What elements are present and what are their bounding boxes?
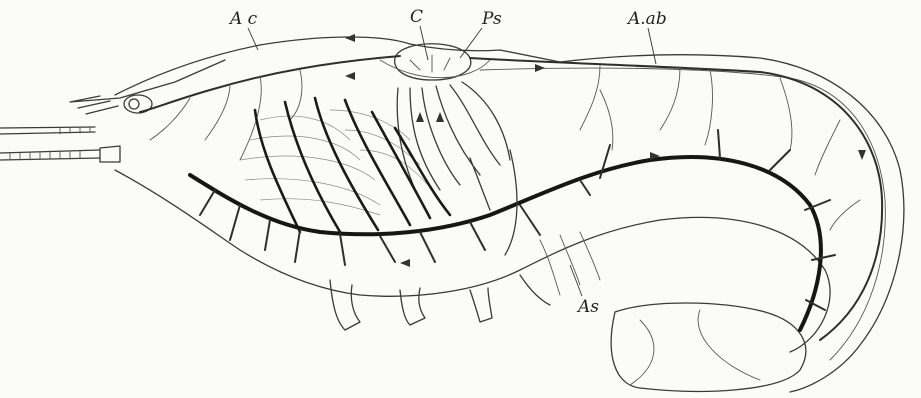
sternal-artery (470, 150, 517, 255)
tail-fan (611, 303, 806, 391)
label-as-group: As (570, 265, 599, 317)
ventral-blood-sinus (190, 157, 821, 330)
ventral-outline (115, 170, 830, 352)
heart (395, 44, 471, 80)
label-aab: A.ab (626, 9, 667, 29)
branchio-cardiac-canals (397, 82, 510, 200)
swimmerets (540, 232, 600, 295)
label-ac-group: A c (228, 9, 258, 50)
pericardial-sinus (380, 60, 490, 78)
antenna-lower (0, 146, 120, 162)
label-c-group: C (410, 7, 428, 60)
carapace-outline (115, 37, 904, 392)
walking-legs (330, 275, 550, 330)
rostrum (70, 60, 225, 114)
label-ps: Ps (481, 9, 502, 29)
anterior-cephalic-artery (140, 56, 400, 112)
label-c: C (410, 7, 423, 27)
cephalic-branches (150, 70, 302, 160)
antenna-upper (0, 127, 95, 134)
label-as: As (576, 297, 599, 317)
label-ac: A c (228, 9, 258, 29)
